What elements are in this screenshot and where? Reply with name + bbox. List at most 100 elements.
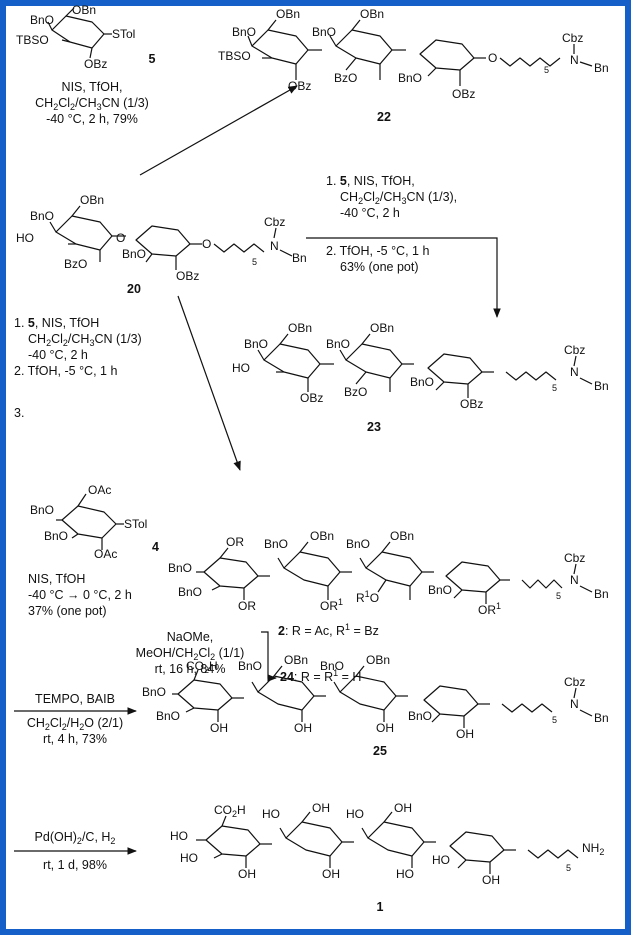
c4-oac-1: OAc <box>88 483 112 497</box>
ring-c25 <box>172 665 593 728</box>
c5-obz-label: OBz <box>84 57 108 71</box>
c22-bno-1: BnO <box>232 25 257 39</box>
compound-25-number: 25 <box>373 744 387 758</box>
c2-or1-2: OR1 <box>478 601 502 617</box>
c22-obn-1: OBn <box>276 7 301 21</box>
c23-ho: HO <box>232 361 250 375</box>
arrow-20-to-22 <box>139 85 298 176</box>
compound-20-number: 20 <box>127 282 141 296</box>
c23-obn-2: OBn <box>370 321 395 335</box>
arrow-20-to-2 <box>177 295 241 471</box>
step3-line6: NIS, TfOH <box>28 572 86 586</box>
c25-bno-3: BnO <box>238 659 263 673</box>
c1-nh2: NH2 <box>582 841 605 857</box>
c22-subscript-5: 5 <box>544 65 550 75</box>
c4-bno-2: BnO <box>44 529 69 543</box>
c25-oh-4: OH <box>456 727 474 741</box>
c22-bno-3: BnO <box>398 71 423 85</box>
c23-subscript-5: 5 <box>552 383 558 393</box>
c20-obn: OBn <box>80 193 105 207</box>
c2-or-1: OR <box>226 535 244 549</box>
c25-co2h: CO2H <box>186 659 218 675</box>
c23-cbz: Cbz <box>564 343 586 357</box>
c25-bn: Bn <box>594 711 609 725</box>
c20-o-link: O <box>116 231 126 245</box>
c5-tbso-label: TBSO <box>16 33 49 47</box>
step2-line1: 1. 5, NIS, TfOH, <box>326 174 415 188</box>
c23-obz-1: OBz <box>300 391 324 405</box>
c1-ho-2: HO <box>180 851 198 865</box>
c1-ho-4: HO <box>346 807 364 821</box>
c20-ho: HO <box>16 231 34 245</box>
c20-o-glyc: O <box>202 237 212 251</box>
c25-oh-1: OH <box>210 721 228 735</box>
step4-line2: MeOH/CH2Cl2 (1/1) <box>135 646 245 662</box>
step1-line3: -40 °C, 2 h, 79% <box>46 112 138 126</box>
c22-cbz: Cbz <box>562 31 584 45</box>
step2-line3: -40 °C, 2 h <box>340 206 400 220</box>
ring-c1 <box>196 811 579 874</box>
c2-or1-1: OR1 <box>320 597 344 613</box>
step3-line1: 1. 5, NIS, TfOH <box>14 316 100 330</box>
c2-subscript-5: 5 <box>556 591 562 601</box>
ring-c4 <box>56 493 124 550</box>
compound-22-number: 22 <box>377 110 391 124</box>
c2-bno-3: BnO <box>264 537 289 551</box>
compound-23-number: 23 <box>367 420 381 434</box>
c2-bno-5: BnO <box>428 583 453 597</box>
c22-n: N <box>570 53 579 67</box>
c25-cbz: Cbz <box>564 675 586 689</box>
c1-oh-3: OH <box>394 801 412 815</box>
c1-subscript-5: 5 <box>566 863 572 873</box>
c5-bno-label: BnO <box>30 13 55 27</box>
c1-oh-5: OH <box>482 873 500 887</box>
c25-obn-1: OBn <box>284 653 309 667</box>
step1-line1: NIS, TfOH, <box>61 80 123 94</box>
ring-c5 <box>47 7 112 59</box>
c25-bno-2: BnO <box>156 709 181 723</box>
c1-oh-4: OH <box>322 867 340 881</box>
c22-obn-2: OBn <box>360 7 385 21</box>
c25-bno-5: BnO <box>408 709 433 723</box>
step1-line2: CH2Cl2/CH3CN (1/3) <box>35 96 149 112</box>
c22-obz-2: OBz <box>452 87 476 101</box>
c25-obn-2: OBn <box>366 653 391 667</box>
c2-r1o: R1O <box>356 589 380 605</box>
c25-bno-1: BnO <box>142 685 167 699</box>
compound-1-number: 1 <box>376 900 384 914</box>
c23-bzo: BzO <box>344 385 368 399</box>
c20-bno-1: BnO <box>30 209 55 223</box>
c25-subscript-5: 5 <box>552 715 558 725</box>
c4-stol: STol <box>124 517 148 531</box>
step3-line8: 37% (one pot) <box>28 604 107 618</box>
c1-co2h: CO2H <box>214 803 246 819</box>
step4-line1: NaOMe, <box>166 630 214 644</box>
step5-line1: TEMPO, BAIB <box>35 692 115 706</box>
c2-bno-4: BnO <box>346 537 371 551</box>
step3-line2: CH2Cl2/CH3CN (1/3) <box>28 332 142 348</box>
c22-o-glyc: O <box>488 51 498 65</box>
step4-line3: rt, 16 h, 84% <box>154 662 226 676</box>
c2-n: N <box>570 573 579 587</box>
c20-bno-2: BnO <box>122 247 147 261</box>
c23-bno-2: BnO <box>326 337 351 351</box>
c1-ho-6: HO <box>432 853 450 867</box>
c23-bno-3: BnO <box>410 375 435 389</box>
c22-bzo: BzO <box>334 71 358 85</box>
c22-tbso: TBSO <box>218 49 251 63</box>
c1-ho-5: HO <box>396 867 414 881</box>
ring-c20 <box>49 205 293 270</box>
arrow-2-to-24 <box>261 631 277 682</box>
c20-bn: Bn <box>292 251 307 265</box>
c23-n: N <box>570 365 579 379</box>
step3-line7: -40 °C → 0 °C, 2 h <box>28 588 132 602</box>
step5-line3: rt, 4 h, 73% <box>43 732 107 746</box>
c4-oac-2: OAc <box>94 547 118 561</box>
c23-bno-1: BnO <box>244 337 269 351</box>
c5-stol-label: STol <box>112 27 136 41</box>
c20-obz: OBz <box>176 269 200 283</box>
ring-c22 <box>247 19 593 86</box>
c2-obn-1: OBn <box>310 529 335 543</box>
